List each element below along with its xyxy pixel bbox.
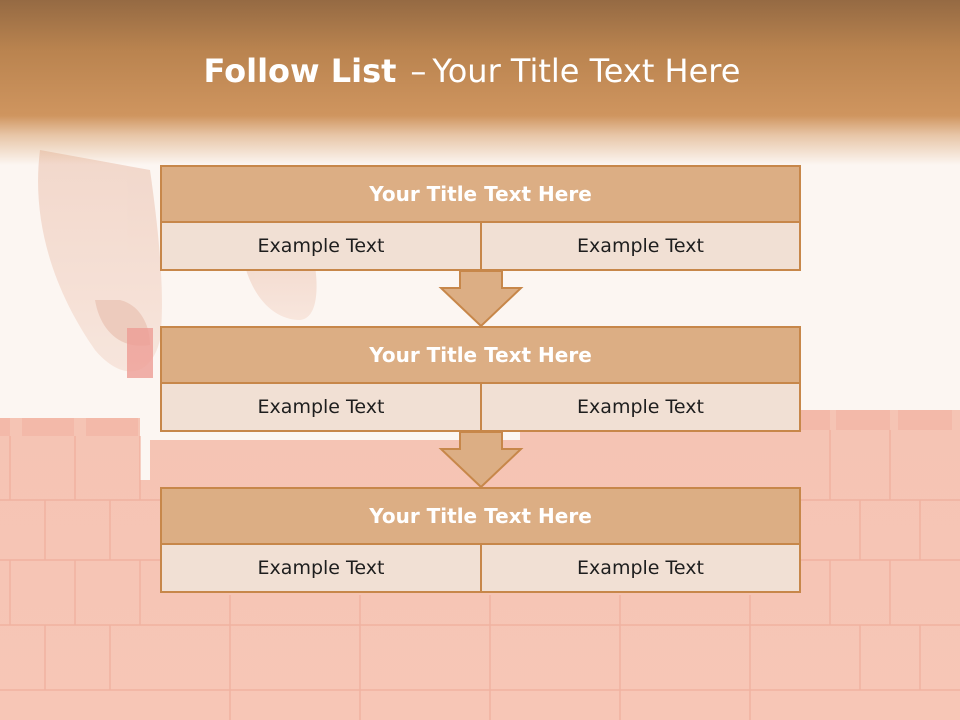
block-cell-left: Example Text	[160, 382, 482, 432]
slide-title-strong: Follow List	[203, 52, 397, 90]
down-arrow-icon	[438, 270, 524, 328]
flow-block-3: Your Title Text Here Example Text Exampl…	[160, 487, 801, 593]
block-cell-right: Example Text	[480, 221, 801, 271]
block-title: Your Title Text Here	[160, 326, 801, 384]
block-title: Your Title Text Here	[160, 165, 801, 223]
slide-title-rest: Your Title Text Here	[432, 52, 741, 90]
block-cell-left: Example Text	[160, 221, 482, 271]
block-cell-right: Example Text	[480, 382, 801, 432]
flow-block-1: Your Title Text Here Example Text Exampl…	[160, 165, 801, 271]
slide-title: Follow List–Your Title Text Here	[0, 52, 944, 90]
slide-title-dash: –	[410, 52, 427, 90]
block-cell-right: Example Text	[480, 543, 801, 593]
flow-block-2: Your Title Text Here Example Text Exampl…	[160, 326, 801, 432]
down-arrow-icon	[438, 431, 524, 489]
header-band	[0, 0, 960, 165]
block-cell-left: Example Text	[160, 543, 482, 593]
block-title: Your Title Text Here	[160, 487, 801, 545]
